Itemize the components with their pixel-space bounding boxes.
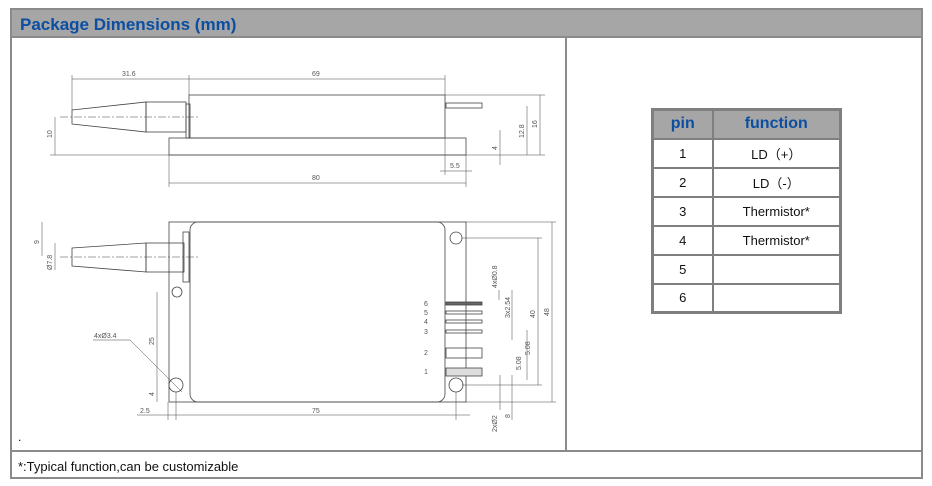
function-cell: LD（-） bbox=[711, 166, 842, 198]
dim-label: 4xØ3.4 bbox=[94, 333, 117, 340]
table-header-row: pin function bbox=[651, 108, 842, 140]
pin-cell: 3 bbox=[651, 195, 714, 227]
dim-label: 5.5 bbox=[450, 163, 460, 170]
dim-label: 4xØ0.8 bbox=[492, 265, 499, 288]
table-row: 5 bbox=[651, 253, 842, 285]
pin-cell: 4 bbox=[651, 224, 714, 256]
dim-label: 4 bbox=[492, 146, 499, 150]
pin-cell: 6 bbox=[651, 282, 714, 314]
pin-label: 1 bbox=[424, 369, 428, 376]
side-view: 31.6 69 10 12.8 16 4 5.5 80 bbox=[47, 71, 545, 187]
dim-label: 2.5 bbox=[140, 408, 150, 415]
package-dimensions-panel: Package Dimensions (mm) 31.6 69 10 12.8 … bbox=[10, 8, 923, 479]
col-header-pin: pin bbox=[651, 108, 714, 140]
pin-label: 2 bbox=[424, 350, 428, 357]
dim-label: 75 bbox=[312, 408, 320, 415]
pin-cell: 2 bbox=[651, 166, 714, 198]
pin-cell: 5 bbox=[651, 253, 714, 285]
dim-label: 8 bbox=[505, 414, 512, 418]
dim-label: 4 bbox=[149, 392, 156, 396]
dim-label: Ø7.8 bbox=[47, 255, 54, 270]
panel-header: Package Dimensions (mm) bbox=[12, 10, 921, 38]
dim-label: 2xØ2 bbox=[492, 415, 499, 432]
function-cell: LD（+） bbox=[711, 137, 842, 169]
dim-label: 10 bbox=[47, 130, 54, 138]
dim-label: 5.08 bbox=[525, 341, 532, 355]
col-header-function: function bbox=[711, 108, 842, 140]
pin-label: 5 bbox=[424, 310, 428, 317]
dim-label: 9 bbox=[34, 240, 41, 244]
function-cell bbox=[711, 282, 842, 314]
dimension-drawing-cell: 31.6 69 10 12.8 16 4 5.5 80 bbox=[12, 38, 567, 450]
pin-label: 4 bbox=[424, 319, 428, 326]
function-cell: Thermistor* bbox=[711, 195, 842, 227]
top-view: 9 Ø7.8 4xØ3.4 25 4 2.5 75 40 48 4xØ0.8 3… bbox=[34, 221, 556, 432]
dim-label: 69 bbox=[312, 71, 320, 78]
dim-label: 31.6 bbox=[122, 71, 136, 78]
dim-label: 80 bbox=[312, 175, 320, 182]
table-row: 6 bbox=[651, 282, 842, 314]
package-drawing: 31.6 69 10 12.8 16 4 5.5 80 bbox=[34, 71, 556, 432]
dim-label: 12.8 bbox=[519, 124, 526, 138]
note-dot: . bbox=[18, 430, 22, 444]
footer-note: *:Typical function,can be customizable bbox=[12, 450, 921, 477]
function-cell bbox=[711, 253, 842, 285]
dim-label: 5.08 bbox=[516, 356, 523, 370]
dim-label: 16 bbox=[532, 120, 539, 128]
dim-label: 25 bbox=[149, 337, 156, 345]
dim-label: 40 bbox=[530, 310, 537, 318]
pin-label: 6 bbox=[424, 301, 428, 308]
dim-label: 3x2.54 bbox=[505, 297, 512, 318]
panel-title: Package Dimensions (mm) bbox=[20, 15, 237, 34]
pin-label: 3 bbox=[424, 329, 428, 336]
dim-label: 48 bbox=[544, 308, 551, 316]
pin-cell: 1 bbox=[651, 137, 714, 169]
function-cell: Thermistor* bbox=[711, 224, 842, 256]
